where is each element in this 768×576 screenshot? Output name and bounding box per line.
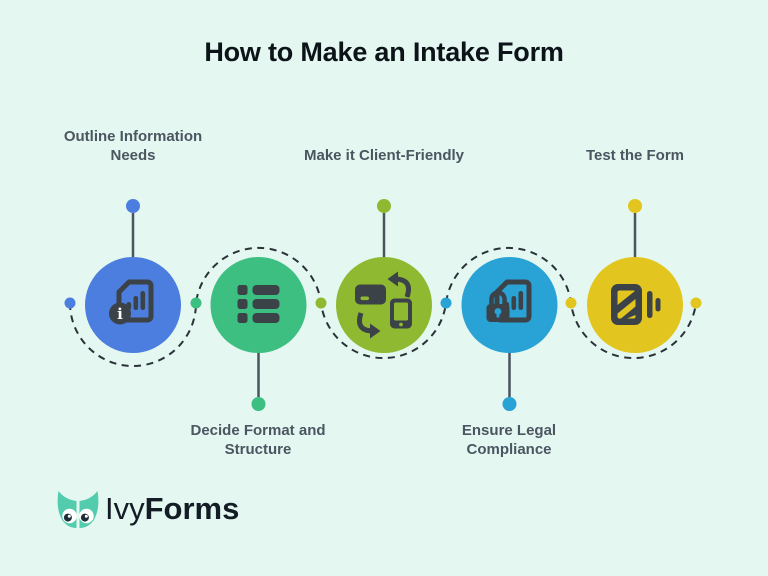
device-rotate-icon: [355, 271, 412, 339]
brand-name-regular: Ivy: [105, 491, 145, 526]
step-label-1: Outline Information Needs: [23, 127, 243, 165]
step-label-line: Needs: [110, 147, 156, 164]
path-dot: [690, 297, 702, 309]
step-circle: [461, 257, 558, 353]
path-dot: [565, 297, 577, 309]
path-dot: [440, 297, 452, 309]
step-label-line: Make it Client-Friendly: [303, 147, 465, 164]
step-stem-dot: [502, 397, 517, 411]
path-dot: [190, 297, 202, 309]
list-icon: [237, 285, 280, 323]
flash-card-icon: [611, 284, 661, 325]
timeline-node-dots: [64, 297, 702, 309]
svg-text:i: i: [117, 305, 123, 323]
timeline-dashed-path: [69, 246, 697, 367]
path-dot: [315, 297, 327, 309]
step-3: [336, 199, 432, 353]
step-4: [461, 257, 558, 411]
brand-wordmark: IvyForms: [105, 487, 239, 531]
step-label-line: Structure: [224, 441, 292, 458]
document-lock-icon: [486, 279, 532, 323]
step-label-2: Decide Format and Structure: [148, 421, 368, 459]
step-label-4: Ensure Legal Compliance: [399, 421, 619, 459]
step-label-5: Test the Form: [525, 146, 745, 165]
owl-icon: [57, 491, 99, 528]
step-label-line: Ensure Legal: [461, 422, 557, 439]
step-circle: [85, 257, 181, 353]
page-title: How to Make an Intake Form: [204, 37, 564, 67]
step-label-line: Decide Format and: [190, 422, 326, 439]
step-stem-dot: [251, 397, 266, 411]
step-2: [210, 257, 307, 411]
brand-name-bold: Forms: [144, 491, 240, 526]
step-1: i: [85, 199, 181, 353]
step-label-line: Outline Information: [63, 128, 203, 145]
step-stem-dot: [628, 199, 642, 213]
step-label-3: Make it Client-Friendly: [274, 146, 494, 165]
step-circle: [336, 257, 432, 353]
step-label-line: Compliance: [466, 441, 552, 458]
brand-logo: IvyForms: [56, 487, 239, 531]
step-label-line: Test the Form: [585, 147, 685, 164]
step-stem-dot: [377, 199, 391, 213]
step-stem-dot: [126, 199, 140, 213]
document-info-icon: i: [109, 279, 154, 325]
step-5: [587, 199, 683, 353]
path-dot: [64, 297, 76, 309]
